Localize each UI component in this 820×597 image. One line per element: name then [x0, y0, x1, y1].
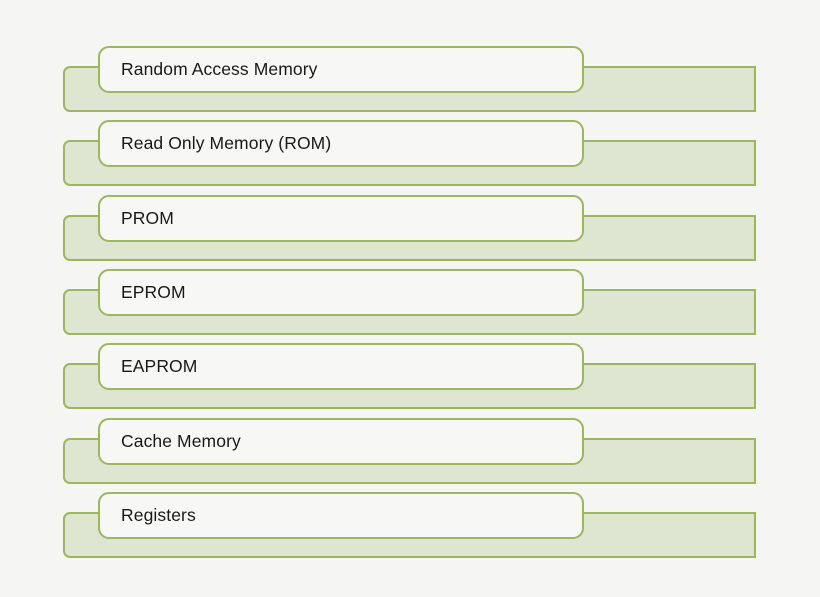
list-item-label: Random Access Memory [121, 58, 318, 79]
list-item[interactable]: Registers [0, 492, 820, 566]
list-item[interactable]: PROM [0, 195, 820, 269]
list-item-label: Cache Memory [121, 430, 241, 451]
list-item-card[interactable]: Random Access Memory [98, 46, 584, 93]
list-item[interactable]: EAPROM [0, 343, 820, 417]
list-item-card[interactable]: Read Only Memory (ROM) [98, 120, 584, 167]
list-item-label: EAPROM [121, 355, 198, 376]
list-item-label: Read Only Memory (ROM) [121, 132, 332, 153]
list-item[interactable]: EPROM [0, 269, 820, 343]
list-item-label: PROM [121, 207, 174, 228]
list-item-card[interactable]: EPROM [98, 269, 584, 316]
list-item-card[interactable]: PROM [98, 195, 584, 242]
list-item-card[interactable]: EAPROM [98, 343, 584, 390]
list-item-label: EPROM [121, 281, 186, 302]
list-item[interactable]: Read Only Memory (ROM) [0, 120, 820, 194]
list-item[interactable]: Cache Memory [0, 418, 820, 492]
list-item-card[interactable]: Cache Memory [98, 418, 584, 465]
list-item[interactable]: Random Access Memory [0, 46, 820, 120]
list-item-card[interactable]: Registers [98, 492, 584, 539]
list-item-label: Registers [121, 504, 196, 525]
